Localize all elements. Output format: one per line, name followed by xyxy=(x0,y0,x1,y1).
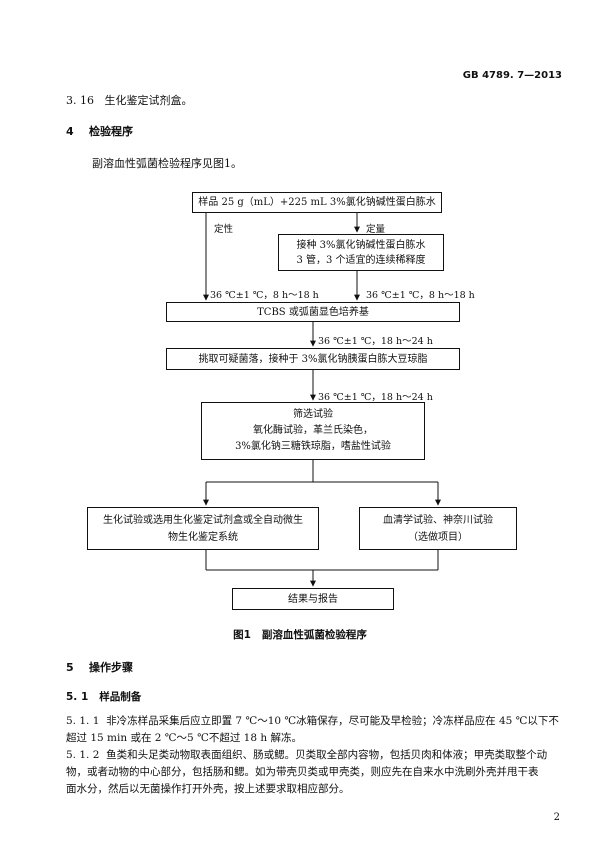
incubate-right-label: 36 ℃±1 ℃，8 h～18 h xyxy=(366,290,475,301)
inoculate-line-2: 3 管，3 个适宜的连续稀释度 xyxy=(296,254,426,266)
section-number: 4 xyxy=(66,125,74,138)
serology-line-2: （选做项目） xyxy=(408,531,468,543)
tcbs-box-text: TCBS 或弧菌显色培养基 xyxy=(257,306,369,318)
biochem-box: 生化试验或选用生化鉴定试剂盒或全自动微生 物生化鉴定系统 xyxy=(87,507,319,550)
clause-line-3: 面水分，然后以无菌操作打开外壳，按上述要求取相应部分。 xyxy=(66,783,350,795)
clause-number: 5. 1. 1 xyxy=(66,715,100,727)
standard-id: GB 4789. 7—2013 xyxy=(462,70,562,81)
result-box: 结果与报告 xyxy=(232,588,394,610)
biochem-line-1: 生化试验或选用生化鉴定试剂盒或全自动微生 xyxy=(103,514,303,526)
section-title: 操作步骤 xyxy=(88,661,133,674)
quantitative-label: 定量 xyxy=(366,224,386,235)
section-5-heading: 5 操作步骤 xyxy=(66,659,133,675)
screening-line-3: 3%氯化钠三糖铁琼脂，嗜盐性试验 xyxy=(235,441,391,452)
page-number: 2 xyxy=(553,812,560,823)
serology-line-1: 血清学试验、神奈川试验 xyxy=(383,514,493,526)
result-box-text: 结果与报告 xyxy=(288,593,338,605)
figure-caption: 图1 副溶血性弧菌检验程序 xyxy=(233,629,367,641)
incubate-2-label: 36 ℃±1 ℃，18 h～24 h xyxy=(318,336,433,347)
screening-line-1: 筛选试验 xyxy=(293,409,333,420)
section-4-heading: 4 检验程序 xyxy=(66,123,133,139)
pick-colony-box: 挑取可疑菌落，接种于 3%氯化钠胰蛋白胨大豆琼脂 xyxy=(166,348,460,370)
qualitative-label: 定性 xyxy=(214,224,234,235)
section-5-1-heading: 5. 1 样品制备 xyxy=(66,689,141,704)
screening-box: 筛选试验 氧化酶试验，革兰氏染色， 3%氯化钠三糖铁琼脂，嗜盐性试验 xyxy=(201,402,425,460)
pick-colony-text: 挑取可疑菌落，接种于 3%氯化钠胰蛋白胨大豆琼脂 xyxy=(198,353,428,365)
sample-box: 样品 25 g（mL）+225 mL 3%氯化钠碱性蛋白胨水 xyxy=(192,192,442,213)
biochem-line-2: 物生化鉴定系统 xyxy=(168,531,238,543)
section-title: 样品制备 xyxy=(99,691,142,703)
section-number: 5 xyxy=(66,661,74,674)
incubate-3-label: 36 ℃±1 ℃，18 h～24 h xyxy=(318,392,433,403)
sample-box-text: 样品 25 g（mL）+225 mL 3%氯化钠碱性蛋白胨水 xyxy=(198,197,436,208)
intro-text: 副溶血性弧菌检验程序见图1。 xyxy=(92,157,242,170)
clause-5-1-2: 5. 1. 2 鱼类和头足类动物取表面组织、肠或鳃。贝类取全部内容物，包括贝肉和… xyxy=(66,747,566,798)
section-number: 5. 1 xyxy=(66,691,89,703)
screening-line-2: 氧化酶试验，革兰氏染色， xyxy=(253,425,373,436)
serology-box: 血清学试验、神奈川试验 （选做项目） xyxy=(359,507,517,550)
incubate-left-label: 36 ℃±1 ℃，8 h～18 h xyxy=(210,290,319,301)
tcbs-box: TCBS 或弧菌显色培养基 xyxy=(166,302,460,322)
clause-line-1: 非冷冻样品采集后应立即置 7 ℃～10 ℃冰箱保存，尽可能及早检验；冷冻样品应在… xyxy=(106,715,559,727)
clause-number: 5. 1. 2 xyxy=(66,749,100,761)
clause-text: 生化鉴定试剂盒。 xyxy=(104,94,193,107)
section-title: 检验程序 xyxy=(88,125,133,138)
clause-line-2: 超过 15 min 或在 2 ℃～5 ℃不超过 18 h 解冻。 xyxy=(66,732,302,744)
clause-5-1-1: 5. 1. 1 非冷冻样品采集后应立即置 7 ℃～10 ℃冰箱保存，尽可能及早检… xyxy=(66,713,566,747)
clause-3-16: 3. 16 生化鉴定试剂盒。 xyxy=(66,92,193,108)
inoculate-line-1: 接种 3%氯化钠碱性蛋白胨水 xyxy=(296,239,426,251)
clause-line-2: 物，或者动物的中心部分，包括肠和鳃。如为带壳贝类或甲壳类，则应先在自来水中洗刷外… xyxy=(66,766,539,778)
clause-number: 3. 16 xyxy=(66,94,94,107)
clause-line-1: 鱼类和头足类动物取表面组织、肠或鳃。贝类取全部内容物，包括贝肉和体液；甲壳类取整… xyxy=(106,749,548,761)
inoculate-box: 接种 3%氯化钠碱性蛋白胨水 3 管，3 个适宜的连续稀释度 xyxy=(278,234,444,271)
